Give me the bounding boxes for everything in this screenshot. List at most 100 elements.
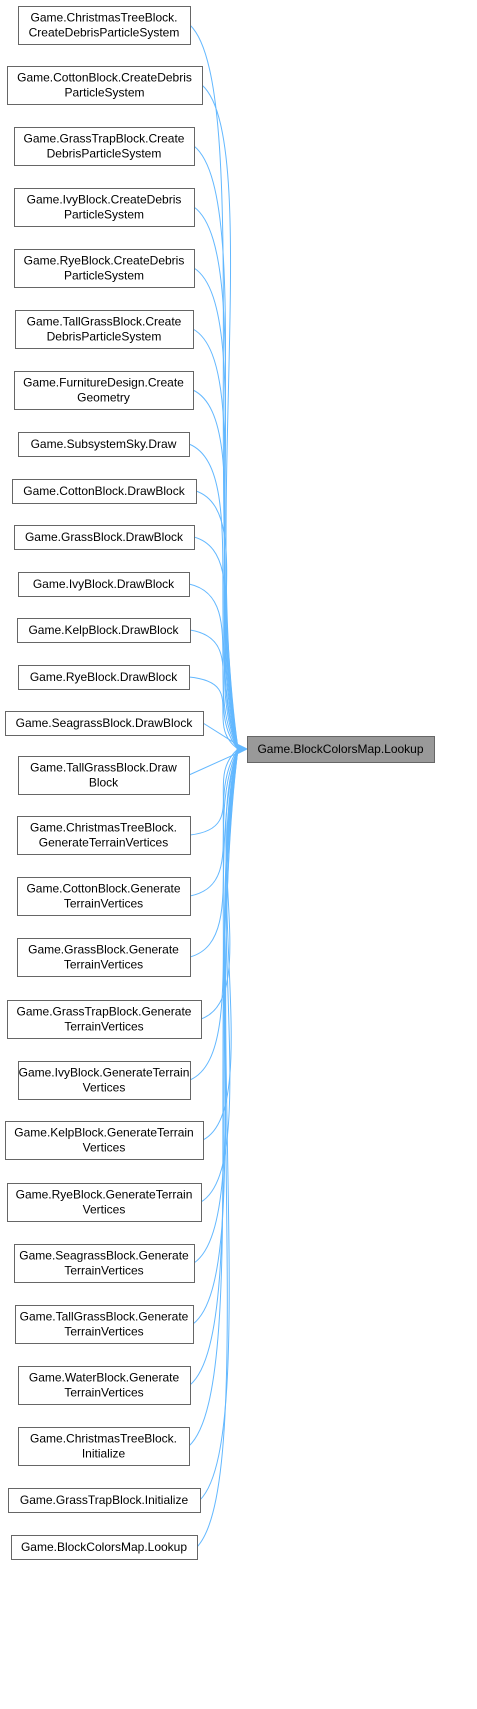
caller-node-18-label: Game.GrassTrapBlock.Generate [17, 1005, 192, 1019]
caller-node-24[interactable]: Game.WaterBlock.GenerateTerrainVertices [18, 1366, 191, 1405]
caller-node-24-box [18, 1366, 191, 1405]
caller-node-1[interactable]: Game.CottonBlock.CreateDebrisParticleSys… [7, 66, 203, 105]
caller-node-22-box [14, 1244, 195, 1283]
caller-node-5[interactable]: Game.TallGrassBlock.CreateDebrisParticle… [15, 310, 194, 349]
call-edge-27 [196, 748, 239, 1548]
caller-node-11-label: Game.KelpBlock.DrawBlock [28, 623, 179, 637]
caller-node-18-label: TerrainVertices [64, 1020, 143, 1034]
caller-node-23-box [15, 1305, 194, 1344]
caller-node-14-box [18, 756, 190, 795]
caller-node-0[interactable]: Game.ChristmasTreeBlock.CreateDebrisPart… [18, 6, 191, 45]
caller-node-15-label: GenerateTerrainVertices [39, 836, 168, 850]
call-edge-25 [188, 748, 239, 1447]
caller-node-26[interactable]: Game.GrassTrapBlock.Initialize [8, 1488, 201, 1513]
caller-node-3[interactable]: Game.IvyBlock.CreateDebrisParticleSystem [14, 188, 195, 227]
caller-node-14[interactable]: Game.TallGrassBlock.DrawBlock [18, 756, 190, 795]
caller-node-11[interactable]: Game.KelpBlock.DrawBlock [17, 618, 191, 643]
caller-node-17-box [17, 938, 191, 977]
call-edge-18 [200, 748, 239, 1020]
caller-node-3-label: ParticleSystem [64, 208, 144, 222]
caller-node-27[interactable]: Game.BlockColorsMap.Lookup [11, 1535, 198, 1560]
caller-node-13[interactable]: Game.SeagrassBlock.DrawBlock [5, 711, 204, 736]
caller-node-27-box [11, 1535, 198, 1560]
call-edge-20 [202, 748, 239, 1141]
caller-node-20[interactable]: Game.KelpBlock.GenerateTerrainVertices [5, 1121, 204, 1160]
caller-node-9[interactable]: Game.GrassBlock.DrawBlock [14, 525, 195, 550]
caller-node-25[interactable]: Game.ChristmasTreeBlock.Initialize [18, 1427, 190, 1466]
caller-node-15-box [17, 816, 191, 855]
call-edge-3 [193, 206, 239, 750]
caller-node-27-label: Game.BlockColorsMap.Lookup [21, 1540, 187, 1554]
caller-node-26-label: Game.GrassTrapBlock.Initialize [20, 1493, 189, 1507]
caller-node-18[interactable]: Game.GrassTrapBlock.GenerateTerrainVerti… [7, 1000, 202, 1039]
caller-node-21-label: Game.RyeBlock.GenerateTerrain [16, 1188, 193, 1202]
call-edge-21 [200, 748, 239, 1203]
caller-node-22-label: TerrainVertices [64, 1264, 143, 1278]
caller-node-17-label: Game.GrassBlock.Generate [28, 943, 179, 957]
caller-node-18-box [7, 1000, 202, 1039]
caller-node-10-box [18, 572, 190, 597]
caller-node-14-label: Block [89, 776, 119, 790]
caller-node-0-box [18, 6, 191, 45]
caller-node-22[interactable]: Game.SeagrassBlock.GenerateTerrainVertic… [14, 1244, 195, 1283]
caller-node-15[interactable]: Game.ChristmasTreeBlock.GenerateTerrainV… [17, 816, 191, 855]
target-node[interactable]: Game.BlockColorsMap.Lookup [247, 736, 435, 763]
call-edge-0 [189, 24, 239, 750]
caller-node-22-label: Game.SeagrassBlock.Generate [19, 1249, 189, 1263]
call-edge-4 [193, 267, 239, 750]
caller-node-1-box [7, 66, 203, 105]
caller-node-5-box [15, 310, 194, 349]
caller-node-21[interactable]: Game.RyeBlock.GenerateTerrainVertices [7, 1183, 202, 1222]
caller-node-17[interactable]: Game.GrassBlock.GenerateTerrainVertices [17, 938, 191, 977]
caller-node-10-label: Game.IvyBlock.DrawBlock [33, 577, 175, 591]
caller-node-21-box [7, 1183, 202, 1222]
caller-node-16[interactable]: Game.CottonBlock.GenerateTerrainVertices [17, 877, 191, 916]
caller-node-16-label: TerrainVertices [64, 897, 143, 911]
caller-node-6-label: Geometry [77, 391, 130, 405]
target-node-box [247, 736, 435, 763]
call-edge-8 [195, 490, 239, 750]
call-edge-11 [189, 629, 239, 750]
caller-node-12[interactable]: Game.RyeBlock.DrawBlock [18, 665, 190, 690]
caller-node-1-label: ParticleSystem [64, 86, 144, 100]
caller-node-2-box [14, 127, 195, 166]
call-edge-7 [188, 443, 239, 750]
caller-node-26-box [8, 1488, 201, 1513]
caller-node-15-label: Game.ChristmasTreeBlock. [30, 821, 177, 835]
caller-node-19-label: Vertices [83, 1081, 126, 1095]
caller-node-23[interactable]: Game.TallGrassBlock.GenerateTerrainVerti… [15, 1305, 194, 1344]
call-nodes: Game.ChristmasTreeBlock.CreateDebrisPart… [5, 6, 435, 1560]
caller-node-6-label: Game.FurnitureDesign.Create [23, 376, 184, 390]
caller-node-16-label: Game.CottonBlock.Generate [26, 882, 180, 896]
caller-node-11-box [17, 618, 191, 643]
caller-node-10[interactable]: Game.IvyBlock.DrawBlock [18, 572, 190, 597]
caller-node-25-box [18, 1427, 190, 1466]
caller-node-19-box [18, 1061, 191, 1100]
call-edges [188, 24, 249, 1548]
call-edge-13 [202, 722, 239, 746]
caller-node-2-label: Game.GrassTrapBlock.Create [24, 132, 185, 146]
target-node-label: Game.BlockColorsMap.Lookup [257, 742, 423, 756]
caller-node-8[interactable]: Game.CottonBlock.DrawBlock [12, 479, 197, 504]
arrowhead [236, 743, 249, 755]
caller-node-14-label: Game.TallGrassBlock.Draw [30, 761, 177, 775]
caller-node-24-label: Game.WaterBlock.Generate [29, 1371, 180, 1385]
caller-node-25-label: Game.ChristmasTreeBlock. [30, 1432, 177, 1446]
caller-node-2[interactable]: Game.GrassTrapBlock.CreateDebrisParticle… [14, 127, 195, 166]
caller-node-5-label: Game.TallGrassBlock.Create [27, 315, 182, 329]
caller-node-9-label: Game.GrassBlock.DrawBlock [25, 530, 184, 544]
caller-node-25-label: Initialize [82, 1447, 126, 1461]
caller-node-8-box [12, 479, 197, 504]
caller-node-3-box [14, 188, 195, 227]
caller-node-7[interactable]: Game.SubsystemSky.Draw [18, 432, 190, 457]
caller-node-19[interactable]: Game.IvyBlock.GenerateTerrainVertices [18, 1061, 191, 1100]
caller-node-3-label: Game.IvyBlock.CreateDebris [27, 193, 182, 207]
caller-node-21-label: Vertices [83, 1203, 126, 1217]
caller-node-20-label: Vertices [83, 1141, 126, 1155]
caller-node-5-label: DebrisParticleSystem [47, 330, 162, 344]
caller-node-4-label: ParticleSystem [64, 269, 144, 283]
caller-node-4[interactable]: Game.RyeBlock.CreateDebrisParticleSystem [14, 249, 195, 288]
caller-node-0-label: Game.ChristmasTreeBlock. [31, 11, 178, 25]
